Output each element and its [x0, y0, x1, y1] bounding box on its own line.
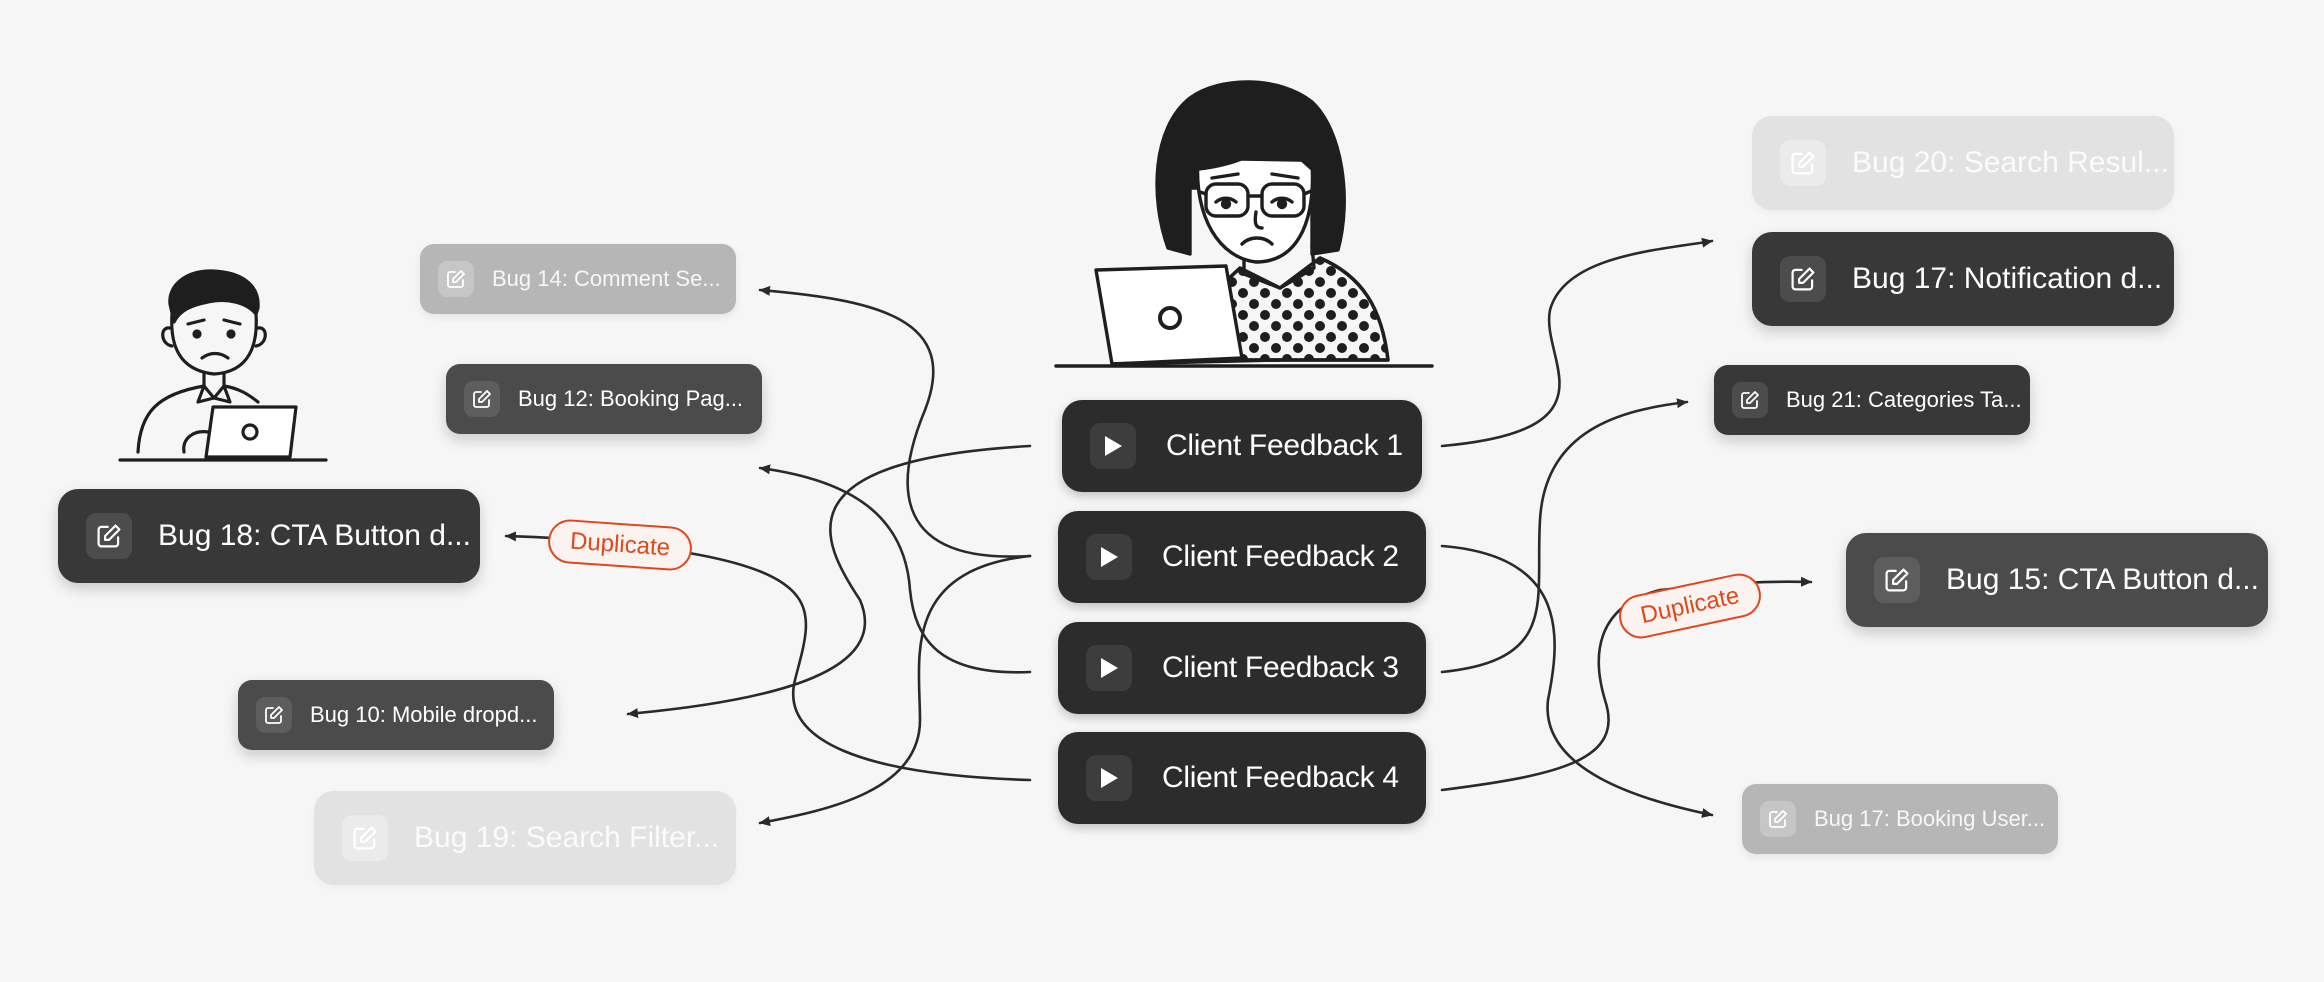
bug-label: Bug 15: CTA Button d... — [1946, 563, 2259, 596]
edit-icon — [1780, 140, 1826, 186]
client-feedback-1-button[interactable]: Client Feedback 1 — [1062, 400, 1422, 492]
connector-feedback2-bug17-booking — [1440, 544, 1714, 818]
edit-icon — [464, 381, 500, 417]
bug-tag-21[interactable]: Bug 21: Categories Ta... — [1714, 365, 2030, 435]
bug-tag-10[interactable]: Bug 10: Mobile dropd... — [238, 680, 554, 750]
connector-feedback3-bug21 — [1440, 398, 1689, 674]
client-feedback-3-button[interactable]: Client Feedback 3 — [1058, 622, 1426, 714]
edit-icon — [256, 697, 292, 733]
connector-feedback1-bug17-notification — [1440, 237, 1714, 448]
bug-tag-12[interactable]: Bug 12: Booking Pag... — [446, 364, 762, 434]
frustrated-man-illustration — [118, 269, 328, 462]
connector-feedback1-bug10 — [626, 444, 1032, 719]
bug-label: Bug 18: CTA Button d... — [158, 519, 471, 552]
feedback-label: Client Feedback 3 — [1162, 651, 1399, 684]
edit-icon — [1760, 801, 1796, 837]
connector-feedback2-bug14 — [758, 285, 1032, 558]
bug-label: Bug 14: Comment Se... — [492, 266, 721, 291]
bug-label: Bug 20: Search Resul... — [1852, 146, 2169, 179]
bug-label: Bug 10: Mobile dropd... — [310, 702, 538, 727]
edit-icon — [1732, 382, 1768, 418]
edit-icon — [342, 815, 388, 861]
connector-feedback4-bug18 — [504, 531, 1032, 782]
bug-tag-18[interactable]: Bug 18: CTA Button d... — [58, 489, 480, 583]
bug-label: Bug 21: Categories Ta... — [1786, 387, 2022, 412]
connector-feedback2-bug19 — [758, 554, 1032, 827]
edit-icon — [438, 261, 474, 297]
connector-feedback3-bug12 — [758, 464, 1032, 674]
play-icon — [1090, 423, 1136, 469]
bug-tag-19[interactable]: Bug 19: Search Filter... — [314, 791, 736, 885]
bug-tag-17-notification[interactable]: Bug 17: Notification d... — [1752, 232, 2174, 326]
play-icon — [1086, 645, 1132, 691]
edit-icon — [86, 513, 132, 559]
feedback-label: Client Feedback 1 — [1166, 429, 1403, 462]
client-feedback-2-button[interactable]: Client Feedback 2 — [1058, 511, 1426, 603]
bug-tag-20[interactable]: Bug 20: Search Resul... — [1752, 116, 2174, 210]
edit-icon — [1874, 557, 1920, 603]
bug-tag-15[interactable]: Bug 15: CTA Button d... — [1846, 533, 2268, 627]
bug-label: Bug 12: Booking Pag... — [518, 386, 744, 411]
play-icon — [1086, 755, 1132, 801]
feedback-label: Client Feedback 4 — [1162, 761, 1399, 794]
edit-icon — [1780, 256, 1826, 302]
worried-woman-illustration — [1054, 80, 1434, 368]
play-icon — [1086, 534, 1132, 580]
bug-label: Bug 17: Booking User... — [1814, 806, 2046, 831]
bug-label: Bug 17: Notification d... — [1852, 262, 2163, 295]
bug-tag-17-booking[interactable]: Bug 17: Booking User... — [1742, 784, 2058, 854]
bug-label: Bug 19: Search Filter... — [414, 821, 720, 854]
bug-tag-14[interactable]: Bug 14: Comment Se... — [420, 244, 736, 314]
feedback-label: Client Feedback 2 — [1162, 540, 1399, 573]
client-feedback-4-button[interactable]: Client Feedback 4 — [1058, 732, 1426, 824]
